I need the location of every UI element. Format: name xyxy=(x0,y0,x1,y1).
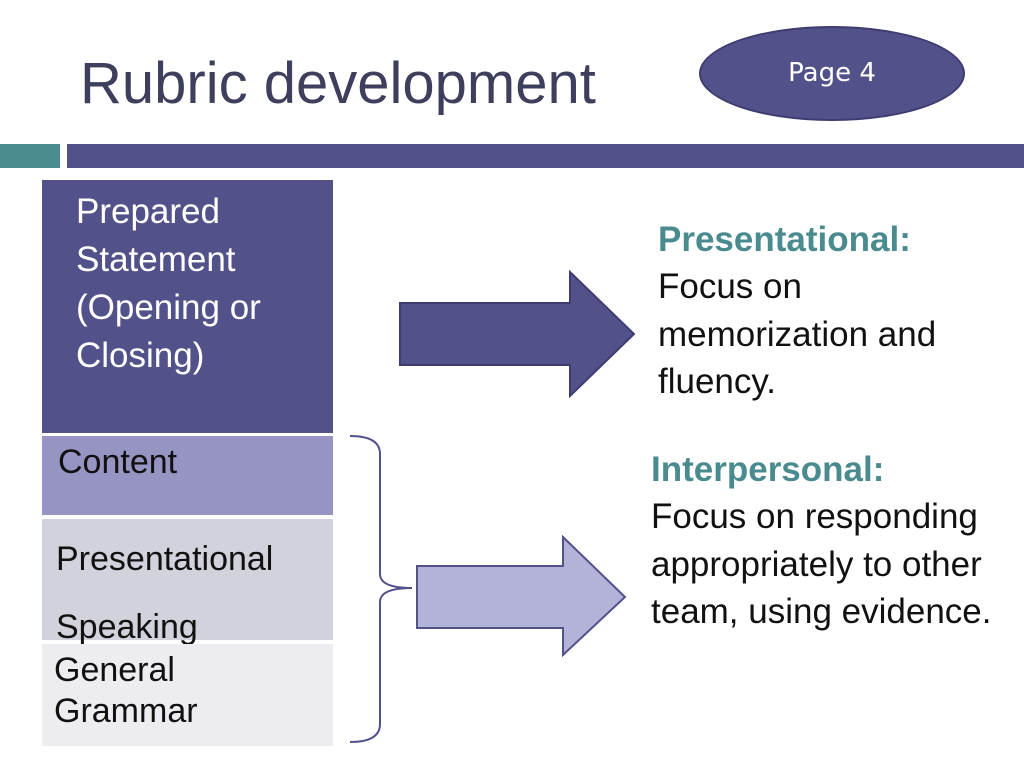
callout-interpersonal: Interpersonal: Focus on responding appro… xyxy=(651,446,1001,635)
arrow-to-presentational xyxy=(399,270,636,398)
rubric-cell-presentational-speaking: Presentational Speaking xyxy=(42,519,333,646)
callout-heading: Presentational: xyxy=(658,220,911,259)
callout-presentational: Presentational: Focus on memorization an… xyxy=(658,216,998,405)
page-badge-label: Page 4 xyxy=(788,58,876,88)
rubric-cell-prepared-statement: Prepared Statement (Opening or Closing) xyxy=(42,180,333,433)
callout-heading: Interpersonal: xyxy=(651,450,885,489)
page-badge: Page 4 xyxy=(699,26,965,121)
arrow-to-interpersonal xyxy=(416,535,627,658)
rubric-cell-general-grammar: General Grammar xyxy=(42,644,333,746)
rubric-cell-content: Content xyxy=(42,436,333,515)
callout-body: Focus on responding appropriately to oth… xyxy=(651,497,992,631)
bracket-icon xyxy=(349,435,413,743)
header-bar xyxy=(67,144,1024,168)
slide-title: Rubric development xyxy=(80,51,596,116)
header-accent-bar xyxy=(0,144,60,168)
callout-body: Focus on memorization and fluency. xyxy=(658,267,937,401)
